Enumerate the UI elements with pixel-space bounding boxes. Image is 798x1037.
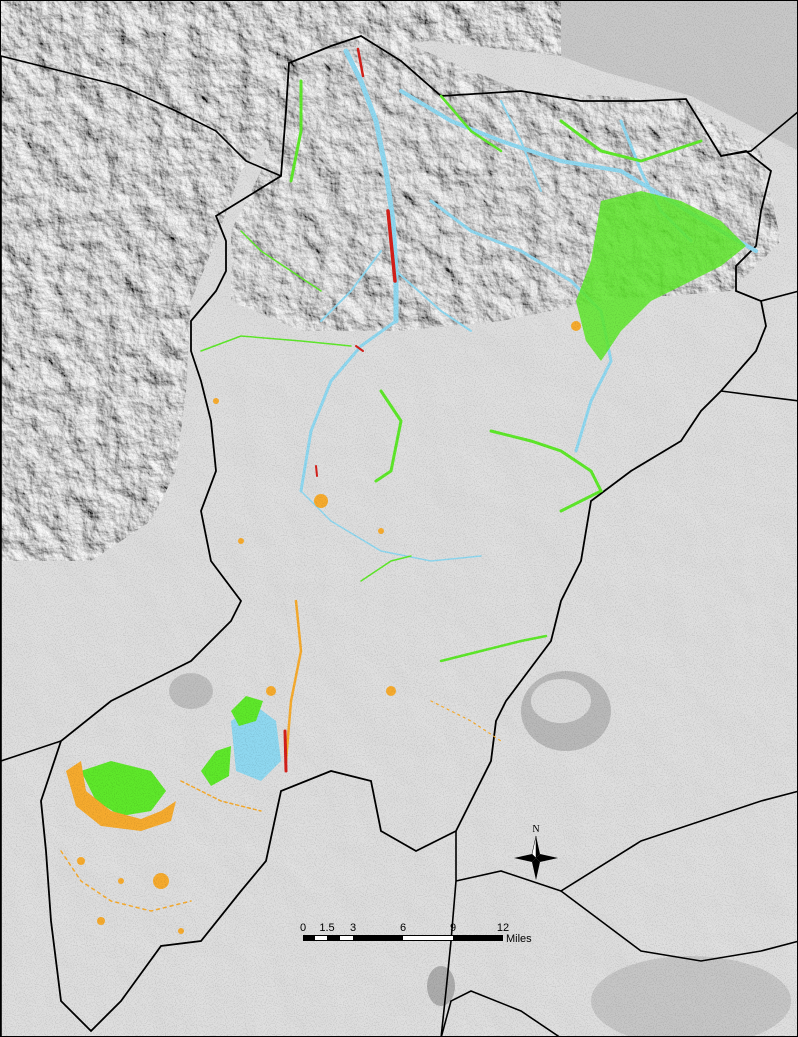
north-arrow-south-point	[532, 858, 540, 880]
north-arrow-north-half	[531, 835, 537, 859]
scale-tick-2: 3	[350, 922, 356, 934]
scale-tick-1: 1.5	[319, 922, 334, 934]
scale-bar-segment-1	[315, 936, 327, 940]
scale-unit: Miles	[506, 933, 532, 945]
scale-tick-3: 6	[400, 922, 406, 934]
scale-bar: 0 1.5 3 6 9 12 Miles	[300, 922, 532, 945]
scale-tick-4: 9	[450, 922, 456, 934]
scale-bar-segment-3	[403, 936, 453, 940]
north-arrow-west-point	[514, 854, 536, 862]
scale-bar-segment-2	[340, 936, 353, 940]
scale-tick-0: 0	[300, 922, 306, 934]
scale-tick-5: 12	[497, 922, 509, 934]
north-arrow-label: N	[532, 824, 539, 835]
north-arrow: N	[514, 824, 558, 880]
north-arrow-east-point	[536, 854, 558, 862]
